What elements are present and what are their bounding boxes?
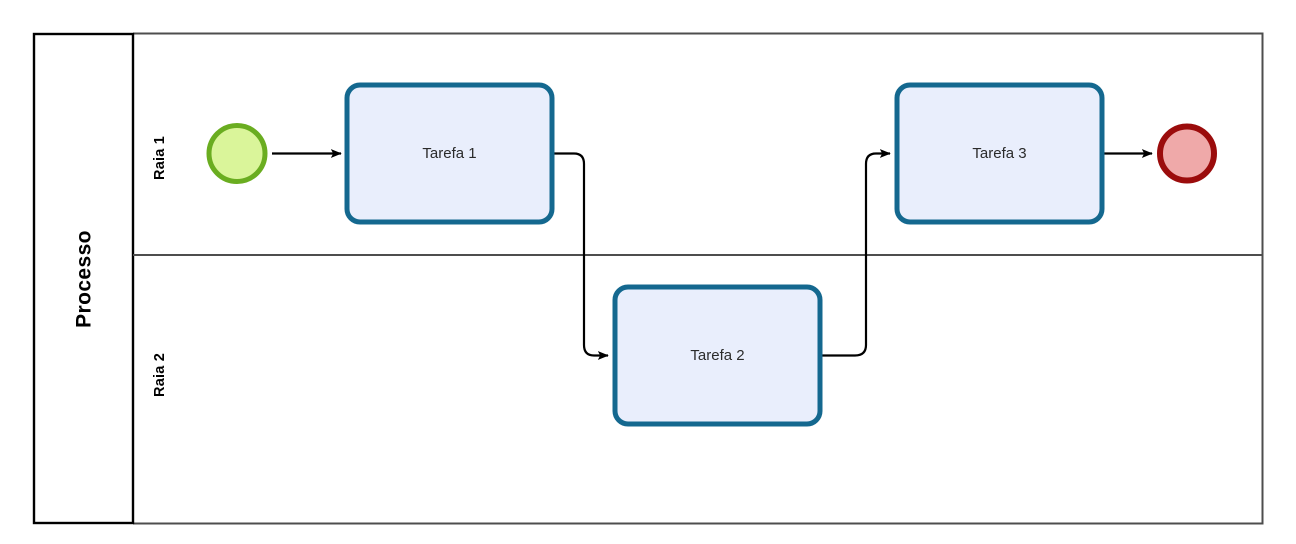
task-2-box[interactable]	[612, 284, 823, 427]
end-event[interactable]	[1157, 123, 1217, 184]
task-1-label: Tarefa 1	[422, 145, 476, 162]
lane-2-title-group: Raia 2	[152, 353, 168, 397]
flow-task1-to-task2[interactable]	[552, 152, 609, 360]
pool-header-box	[32, 32, 135, 525]
lane-1-title-group: Raia 1	[152, 136, 168, 180]
pool-title-group: Processo	[73, 230, 96, 328]
lane-1-label: Raia 1	[152, 136, 168, 180]
task-2-label: Tarefa 2	[690, 347, 744, 364]
start-event[interactable]	[206, 123, 268, 184]
task-tarefa-2[interactable]: Tarefa 2	[612, 284, 823, 427]
flow-task2-to-task3[interactable]	[820, 149, 891, 357]
task-3-label: Tarefa 3	[972, 145, 1026, 162]
lane-raia-1[interactable]: Raia 1	[152, 136, 168, 180]
task-tarefa-3[interactable]: Tarefa 3	[894, 82, 1105, 225]
lane-2-label: Raia 2	[152, 353, 168, 397]
pool-title: Processo	[73, 230, 96, 328]
start-event-circle[interactable]	[206, 123, 268, 184]
end-event-circle[interactable]	[1157, 123, 1217, 184]
task-1-box[interactable]	[344, 82, 555, 225]
lane-raia-2[interactable]: Raia 2	[152, 353, 168, 397]
task-tarefa-1[interactable]: Tarefa 1	[344, 82, 555, 225]
pool-outer-border	[133, 32, 1264, 525]
task-3-box[interactable]	[894, 82, 1105, 225]
